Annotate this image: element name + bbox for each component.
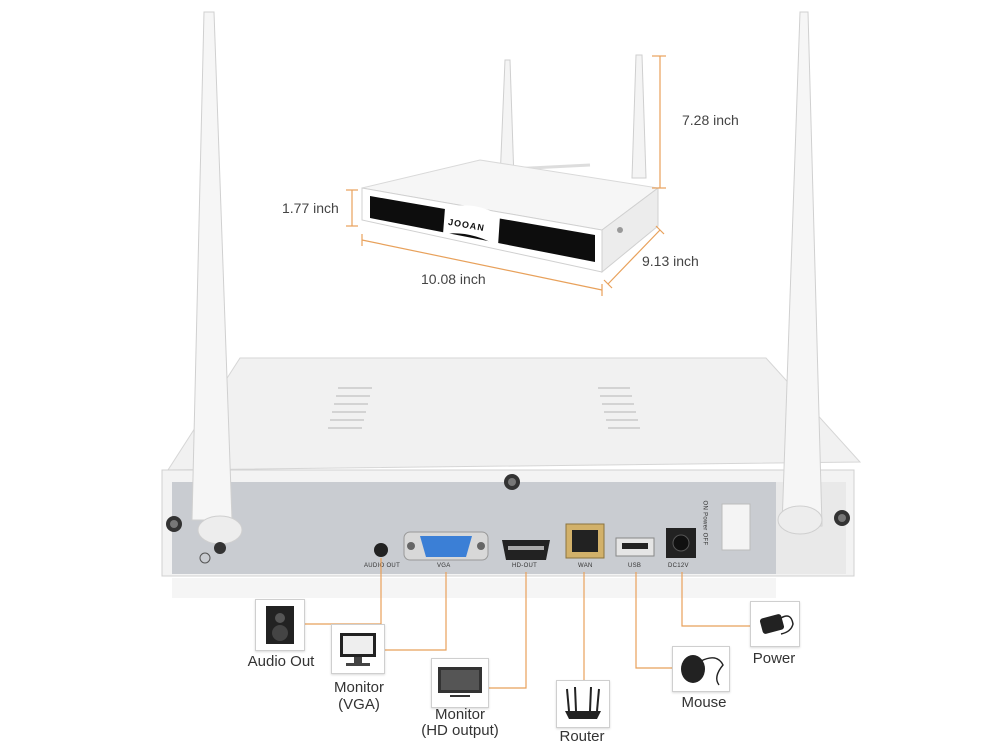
port-label-hd-out: HD-OUT	[512, 563, 538, 569]
monitor-vga-icon	[331, 624, 385, 674]
dimension-depth-label: 9.13 inch	[642, 253, 699, 269]
audio-out-label: Audio Out	[247, 653, 315, 670]
dimension-thickness-label: 1.77 inch	[282, 200, 339, 216]
monitor-hd-sub-label: (HD output)	[421, 722, 499, 739]
mouse-label: Mouse	[681, 694, 727, 711]
dimension-lines	[346, 55, 666, 296]
power-label: Power	[752, 650, 796, 667]
monitor-vga-label: Monitor	[333, 679, 385, 696]
power-adapter-icon	[750, 601, 800, 647]
nvr-rear-illustration	[161, 11, 862, 577]
monitor-hd-icon	[431, 658, 489, 708]
port-label-audio-out: AUDIO OUT	[364, 563, 401, 569]
mouse-icon	[672, 646, 730, 692]
nvr-dimension-illustration: JOOAN	[340, 40, 680, 300]
dimension-height-label: 7.28 inch	[682, 112, 739, 128]
router-icon	[556, 680, 610, 728]
port-label-dc: DC12V	[668, 563, 689, 569]
port-label-usb: USB	[628, 563, 642, 569]
speaker-icon	[255, 599, 305, 651]
port-label-wan: WAN	[578, 563, 593, 569]
dimension-width-label: 10.08 inch	[421, 271, 486, 287]
router-label: Router	[559, 728, 605, 745]
monitor-hd-label: Monitor	[434, 706, 486, 723]
monitor-vga-sub-label: (VGA)	[338, 696, 380, 713]
port-label-vga: VGA	[437, 563, 451, 569]
